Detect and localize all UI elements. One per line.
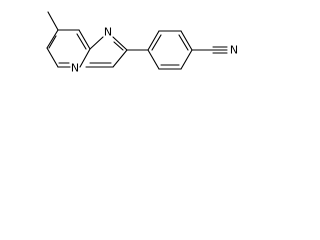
bond-imidazole-3 <box>112 49 128 68</box>
bond-benzene-6 <box>147 49 160 70</box>
atom-labels: N N N <box>71 26 238 75</box>
bond-pyridine-2 <box>46 47 59 68</box>
bond-pyridine-5-inner <box>76 33 87 50</box>
bond-imidazole-2-inner <box>113 41 124 51</box>
bond-benzene-1-inner <box>151 34 162 51</box>
chemical-structure: N N N <box>46 11 238 75</box>
bond-pyridine-1-inner <box>48 35 57 49</box>
bonds <box>46 11 228 70</box>
bond-imidazole-2 <box>112 36 128 51</box>
bond-methyl <box>47 11 59 31</box>
bond-benzene-3-inner <box>178 34 189 51</box>
bond-imidazole-1 <box>89 36 104 50</box>
bond-pyridine-5 <box>78 29 91 50</box>
bond-benzene-4 <box>180 49 193 70</box>
atom-label-n-nitrile: N <box>230 44 238 57</box>
atom-label-n-bridgehead: N <box>71 62 79 75</box>
bond-pyridine-1 <box>46 29 59 49</box>
bond-benzene-3 <box>180 30 193 51</box>
atom-label-n-imidazole: N <box>104 26 112 39</box>
bond-pyridine-4 <box>79 48 91 68</box>
bond-benzene-1 <box>147 30 160 51</box>
